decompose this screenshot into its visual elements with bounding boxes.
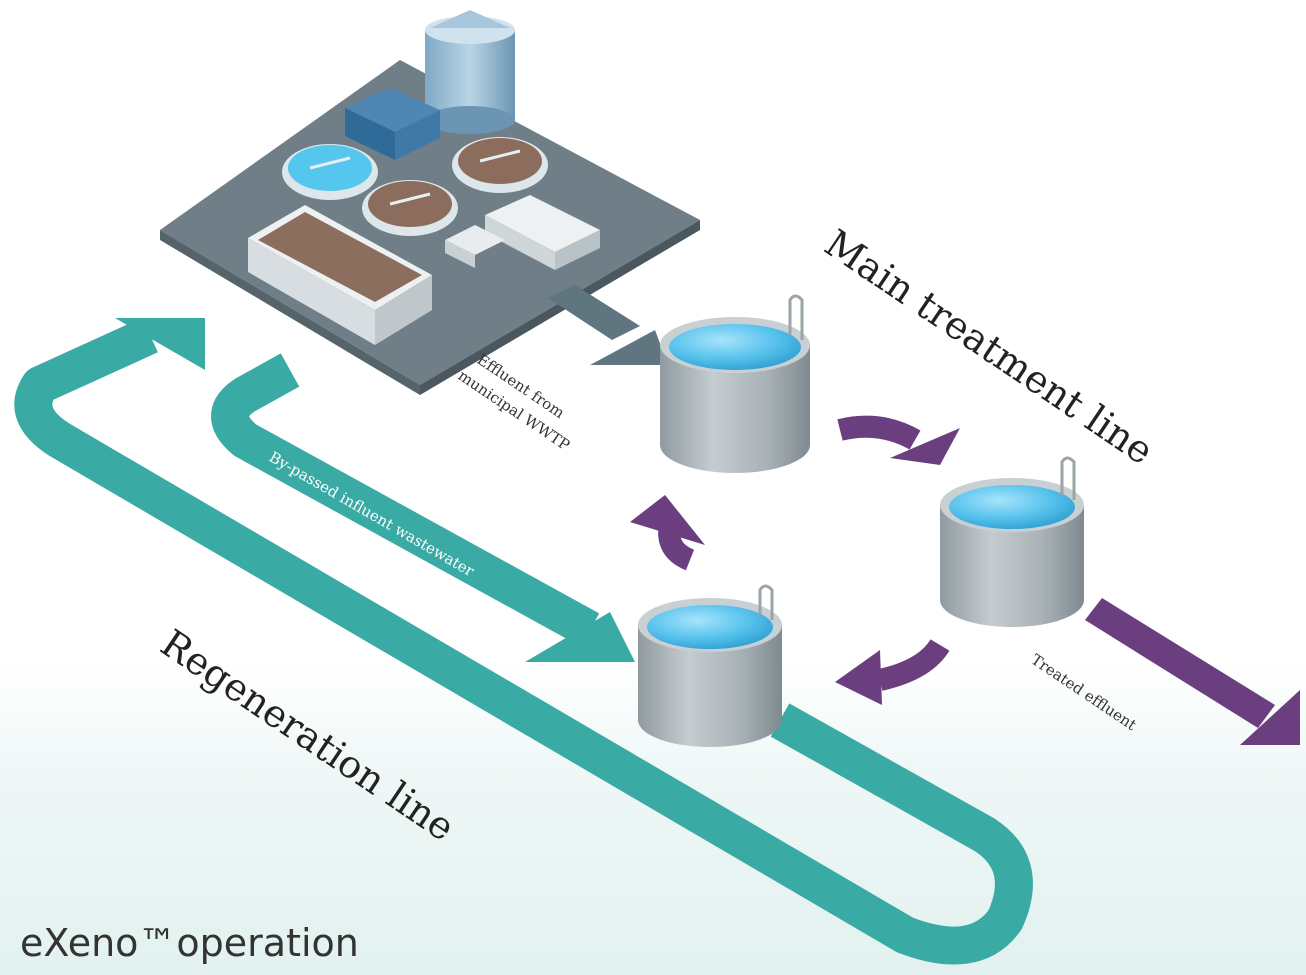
tank-2 (940, 456, 1084, 627)
storage-silo (425, 10, 515, 134)
treated-effluent-label: Treated effluent (1028, 650, 1140, 734)
returned-flow-arrow (14, 317, 1033, 965)
control-buildings (445, 195, 600, 270)
purple-arrow-tank3-to-tank1 (630, 495, 705, 571)
platform-clarifiers (282, 137, 548, 236)
aeration-basin (248, 205, 432, 345)
purple-arrow-tank2-to-tank3 (835, 638, 950, 705)
blue-buildings (345, 88, 440, 160)
tank-3 (638, 584, 782, 747)
footer-title: eXeno™operation (20, 921, 359, 965)
effluent-flow-arrow (548, 285, 668, 365)
tank-1 (660, 294, 810, 473)
treated-effluent-arrow (1085, 598, 1300, 745)
purple-arrow-tank1-to-tank2 (837, 415, 960, 465)
bypass-flow-arrow (211, 353, 635, 662)
